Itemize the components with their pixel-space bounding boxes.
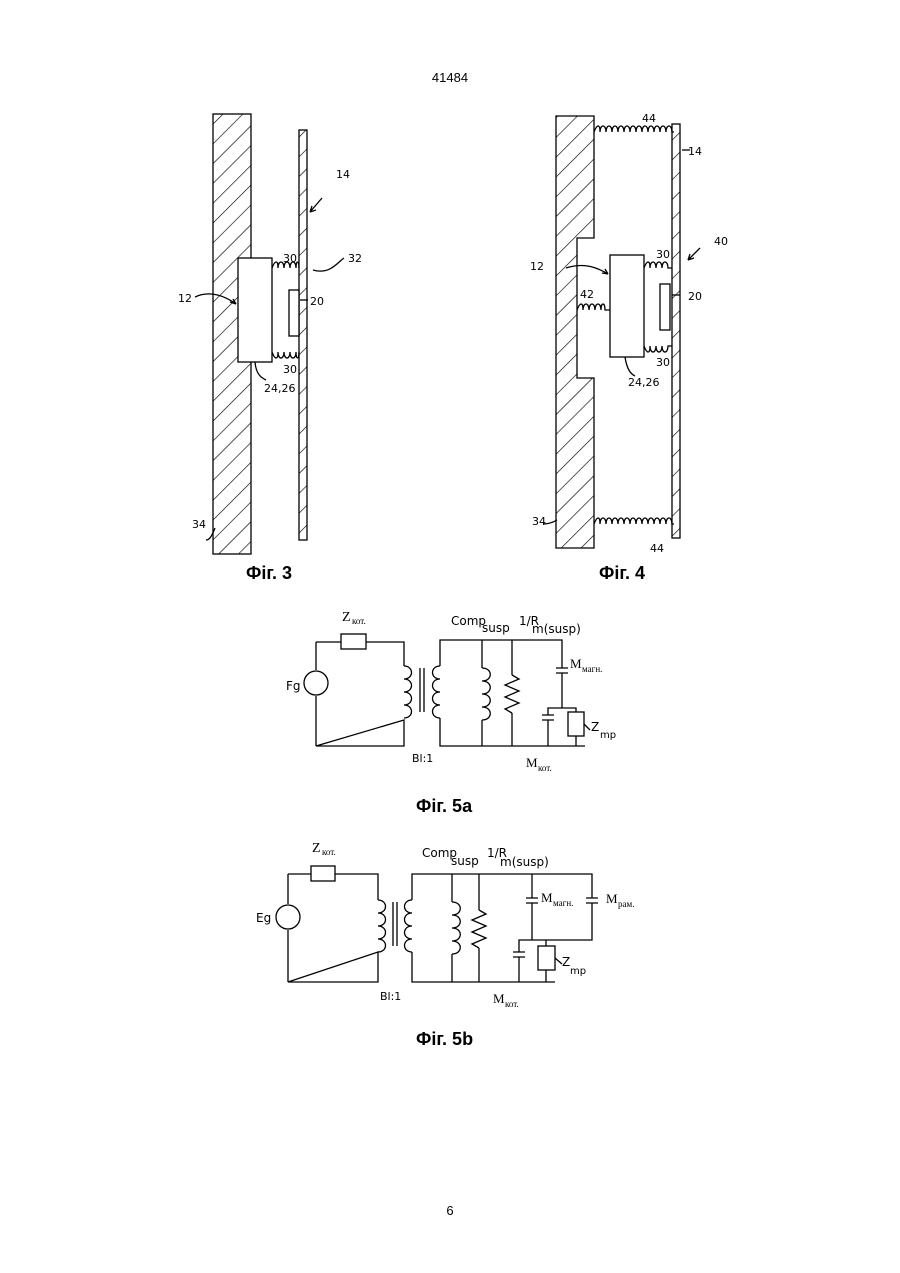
fig3-label-2426: 24,26 bbox=[264, 382, 296, 395]
fig4-label-20: 20 bbox=[688, 290, 702, 303]
impedance-z-mp bbox=[538, 946, 555, 970]
fig3-label-30b: 30 bbox=[283, 363, 297, 376]
spring-30-bottom bbox=[272, 352, 299, 358]
fig5b-label-zmp-sub: mp bbox=[570, 966, 586, 977]
inductor-comp-susp bbox=[452, 902, 460, 954]
figure-3 bbox=[195, 114, 344, 554]
impedance-z-kot bbox=[341, 634, 366, 649]
fig4-label-42: 42 bbox=[580, 288, 594, 301]
fig4-label-30-bottom: 30 bbox=[656, 356, 670, 369]
fig4-label-30-top: 30 bbox=[656, 248, 670, 261]
impedance-z-mp bbox=[568, 712, 584, 736]
fig5a-label-m-magn-sub: магн. bbox=[582, 664, 602, 674]
transformer-secondary bbox=[433, 666, 441, 718]
fig5b-label-z-sub: кот. bbox=[322, 847, 336, 857]
spring-44-top bbox=[594, 126, 674, 132]
fig5a-label-m-kot: M bbox=[526, 755, 538, 770]
fig5a-label-m-kot-sub: кот. bbox=[538, 763, 552, 773]
capacitor-m-ram bbox=[586, 898, 598, 903]
figure-5a-labels: Z кот. Comp susp 1/R m(susp) M магн. Fg … bbox=[286, 610, 616, 773]
fig5a-label-comp: Comp bbox=[451, 614, 486, 628]
fig4-label-40: 40 bbox=[714, 235, 728, 248]
fig4-label-2426: 24,26 bbox=[628, 376, 660, 389]
panel-14 bbox=[299, 130, 307, 540]
capacitor-m-kot bbox=[513, 952, 525, 957]
fig3-label-30a: 30 bbox=[283, 252, 297, 265]
fig5a-label-r-sub: m(susp) bbox=[532, 622, 581, 636]
fig3-label-32: 32 bbox=[348, 252, 362, 265]
figure-5a-circuit bbox=[304, 634, 590, 746]
fig5b-label-bl: Bl:1 bbox=[380, 990, 401, 1003]
capacitor-m-magn bbox=[526, 898, 538, 903]
fig5b-caption: Фіг. 5b bbox=[416, 1029, 473, 1050]
figure-4 bbox=[543, 116, 700, 548]
fig5b-label-eg: Eg bbox=[256, 911, 271, 925]
magnet-20 bbox=[660, 284, 670, 330]
fig5b-label-m-kot-sub: кот. bbox=[505, 999, 519, 1009]
fig5b-label-m-ram-sub: рам. bbox=[618, 899, 634, 909]
impedance-z-kot bbox=[311, 866, 335, 881]
figure-5b-circuit bbox=[276, 866, 598, 982]
fig3-label-12: 12 bbox=[178, 292, 192, 305]
driver-block-12 bbox=[610, 255, 644, 357]
fig5b-label-m-magn: M bbox=[541, 890, 553, 905]
capacitor-m-magn bbox=[556, 668, 568, 673]
panel-14 bbox=[672, 124, 680, 538]
fig5a-label-bl: Bl:1 bbox=[412, 752, 433, 765]
driver-block-12 bbox=[238, 258, 272, 362]
source-fg bbox=[304, 671, 328, 695]
fig5a-label-comp-sub: susp bbox=[482, 621, 510, 635]
page-number: 6 bbox=[0, 1203, 900, 1218]
fig5a-caption: Фіг. 5а bbox=[416, 796, 472, 817]
inductor-comp-susp bbox=[482, 668, 490, 720]
fig5b-label-zmp: Z bbox=[562, 955, 570, 969]
transformer-primary bbox=[404, 666, 412, 718]
fig5b-label-m-ram: M bbox=[606, 891, 618, 906]
spring-30-bottom bbox=[644, 346, 672, 352]
fig4-label-44-top: 44 bbox=[642, 112, 656, 125]
fig5b-label-m-magn-sub: магн. bbox=[553, 898, 573, 908]
fig4-label-12: 12 bbox=[530, 260, 544, 273]
resistor-r bbox=[472, 910, 486, 948]
fig3-label-14: 14 bbox=[336, 168, 350, 181]
fig3-label-20: 20 bbox=[310, 295, 324, 308]
fig4-caption: Фіг. 4 bbox=[599, 563, 645, 584]
spring-44-bottom bbox=[594, 518, 674, 524]
capacitor-m-kot bbox=[542, 715, 554, 720]
transformer-secondary bbox=[405, 900, 413, 952]
fig5b-label-z: Z bbox=[312, 841, 321, 856]
fig5a-label-zmp-sub: mp bbox=[600, 730, 616, 741]
magnet-20 bbox=[289, 290, 299, 336]
fig4-label-34: 34 bbox=[532, 515, 546, 528]
spring-42 bbox=[577, 304, 610, 310]
fig4-label-44-bottom: 44 bbox=[650, 542, 664, 555]
fig5b-label-comp-sub: susp bbox=[451, 854, 479, 868]
fig5a-label-m-magn: M bbox=[570, 656, 582, 671]
fig5a-label-fg: Fg bbox=[286, 679, 301, 693]
fig5a-label-z-sub: кот. bbox=[352, 616, 366, 626]
fig4-label-14: 14 bbox=[688, 145, 702, 158]
fig3-caption: Фіг. 3 bbox=[246, 563, 292, 584]
fig5a-label-z: Z bbox=[342, 610, 351, 625]
source-eg bbox=[276, 905, 300, 929]
transformer-primary bbox=[378, 900, 386, 952]
fig5b-label-r-sub: m(susp) bbox=[500, 855, 549, 869]
resistor-r bbox=[505, 675, 519, 713]
fig3-label-34: 34 bbox=[192, 518, 206, 531]
fig5a-label-zmp: Z bbox=[591, 720, 599, 734]
spring-30-top bbox=[644, 262, 672, 268]
wall-34-notched bbox=[556, 116, 594, 548]
fig5b-label-m-kot: M bbox=[493, 991, 505, 1006]
